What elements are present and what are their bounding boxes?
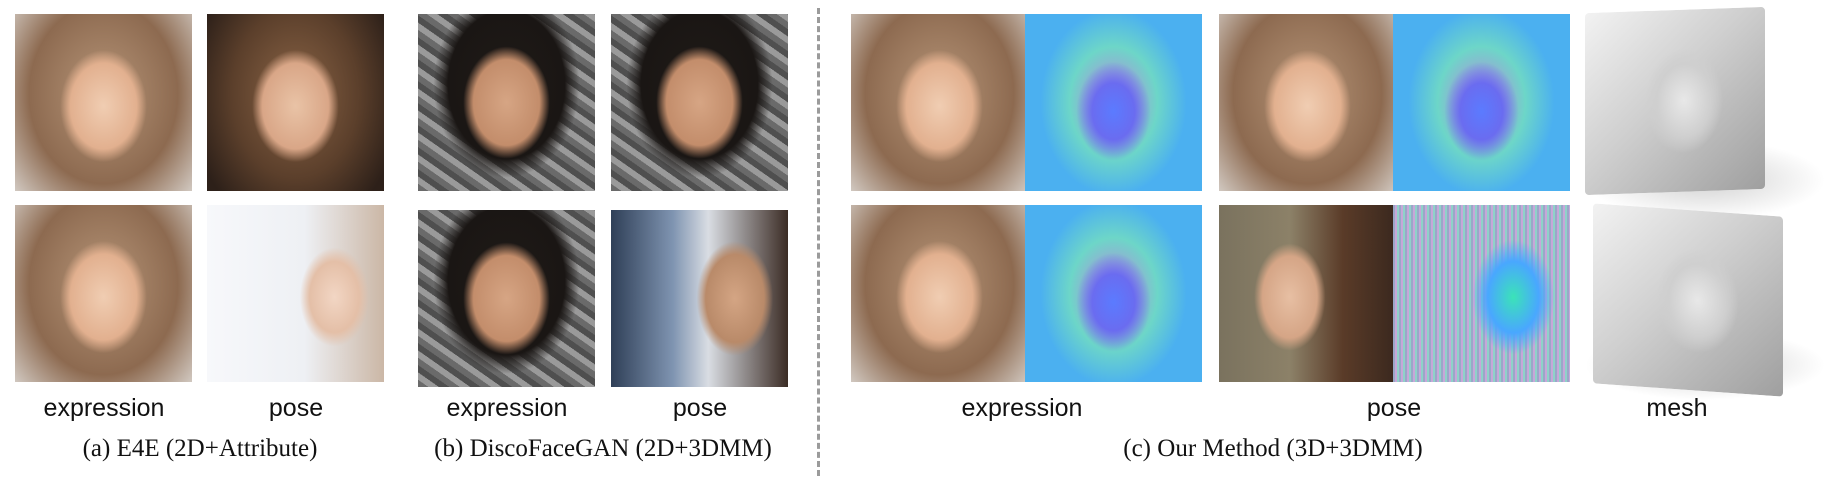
ours-pose-image-top <box>1219 14 1396 191</box>
caption-c: (c) Our Method (3D+3DMM) <box>1123 435 1423 462</box>
section-divider <box>817 8 820 476</box>
label-ours-expression: expression <box>961 394 1083 422</box>
e4e-expression-image-top <box>15 14 192 191</box>
caption-a: (a) E4E (2D+Attribute) <box>82 435 318 462</box>
disco-expression-image-top <box>418 14 595 191</box>
label-ours-mesh: mesh <box>1646 394 1708 422</box>
disco-pose-image-top <box>611 14 788 191</box>
ours-expression-normal-top <box>1025 14 1202 191</box>
ours-expression-normal-bottom <box>1025 205 1202 382</box>
ours-pose-normal-top <box>1393 14 1570 191</box>
ours-expression-image-bottom <box>851 205 1028 382</box>
disco-pose-image-bottom <box>611 210 788 387</box>
mesh-image-top <box>1585 6 1765 196</box>
label-e4e-expression: expression <box>43 394 165 422</box>
ours-expression-image-top <box>851 14 1028 191</box>
e4e-expression-image-bottom <box>15 205 192 382</box>
ours-pose-image-bottom <box>1219 205 1396 382</box>
label-disco-pose: pose <box>672 394 728 422</box>
e4e-pose-image-top <box>207 14 384 191</box>
mesh-image-bottom <box>1593 203 1783 397</box>
caption-b: (b) DiscoFaceGAN (2D+3DMM) <box>434 435 772 462</box>
label-disco-expression: expression <box>446 394 568 422</box>
e4e-pose-image-bottom <box>207 205 384 382</box>
label-ours-pose: pose <box>1366 394 1422 422</box>
label-e4e-pose: pose <box>268 394 324 422</box>
ours-pose-normal-bottom <box>1393 205 1570 382</box>
disco-expression-image-bottom <box>418 210 595 387</box>
